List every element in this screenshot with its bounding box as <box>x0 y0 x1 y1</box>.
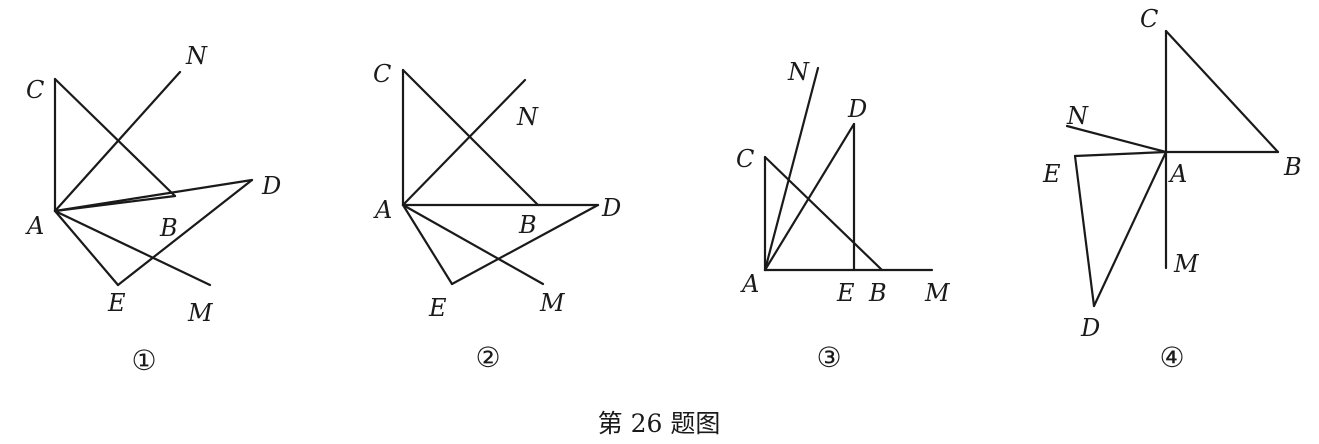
point-label-e: E <box>1042 160 1061 188</box>
figure-1: C N D A B E M ① <box>25 42 281 377</box>
segment-ae <box>53 209 120 287</box>
figure-number: ③ <box>816 341 841 374</box>
point-label-b: B <box>518 211 537 239</box>
point-label-b: B <box>868 279 887 307</box>
figure-number: ① <box>131 344 156 377</box>
segment-ad <box>53 178 254 213</box>
point-label-e: E <box>836 279 855 307</box>
figure-number: ② <box>475 341 500 374</box>
point-label-c: C <box>373 60 391 88</box>
point-label-c: C <box>1140 5 1158 33</box>
point-label-b: B <box>159 214 178 242</box>
point-label-n: N <box>516 103 539 131</box>
point-label-a: A <box>25 212 44 240</box>
segment-ed <box>450 203 600 286</box>
ray-am <box>401 203 545 286</box>
figure-2: C N A B D E M ② <box>373 60 621 374</box>
point-label-m: M <box>539 289 566 317</box>
ray-an <box>401 78 527 207</box>
point-label-m: M <box>187 299 214 327</box>
point-label-d: D <box>1080 314 1100 342</box>
segment-ad <box>763 122 856 272</box>
segment-ed <box>1073 154 1096 308</box>
ray-an <box>53 70 182 213</box>
point-label-c: C <box>26 76 44 104</box>
point-label-e: E <box>428 294 447 322</box>
point-label-n: N <box>787 58 810 86</box>
figure-caption: 第 26 题图 <box>598 409 721 438</box>
ray-am <box>53 209 212 287</box>
segment-ae <box>401 203 454 286</box>
point-label-e: E <box>107 289 126 317</box>
point-label-n: N <box>1066 102 1089 130</box>
figure-4: C N E A B M D ④ <box>1042 5 1302 374</box>
figure-3: N D C A E B M ③ <box>736 58 951 374</box>
point-label-d: D <box>847 95 867 123</box>
point-label-a: A <box>1168 160 1187 188</box>
point-label-d: D <box>261 172 281 200</box>
point-label-c: C <box>736 145 754 173</box>
segment-cb <box>401 68 540 207</box>
segment-cb <box>1164 29 1280 154</box>
segment-ed <box>116 178 254 287</box>
figure-number: ④ <box>1159 341 1184 374</box>
segment-ae <box>1073 150 1168 158</box>
point-label-b: B <box>1283 153 1302 181</box>
ray-an <box>1065 124 1168 154</box>
segment-cb <box>763 155 884 272</box>
point-label-d: D <box>601 194 621 222</box>
point-label-m: M <box>1173 250 1200 278</box>
segment-ad <box>1092 150 1168 308</box>
point-label-m: M <box>924 279 951 307</box>
segment-cb <box>53 77 177 198</box>
point-label-a: A <box>373 196 392 224</box>
point-label-n: N <box>185 42 208 70</box>
point-label-a: A <box>740 270 759 298</box>
ray-an <box>763 66 820 272</box>
